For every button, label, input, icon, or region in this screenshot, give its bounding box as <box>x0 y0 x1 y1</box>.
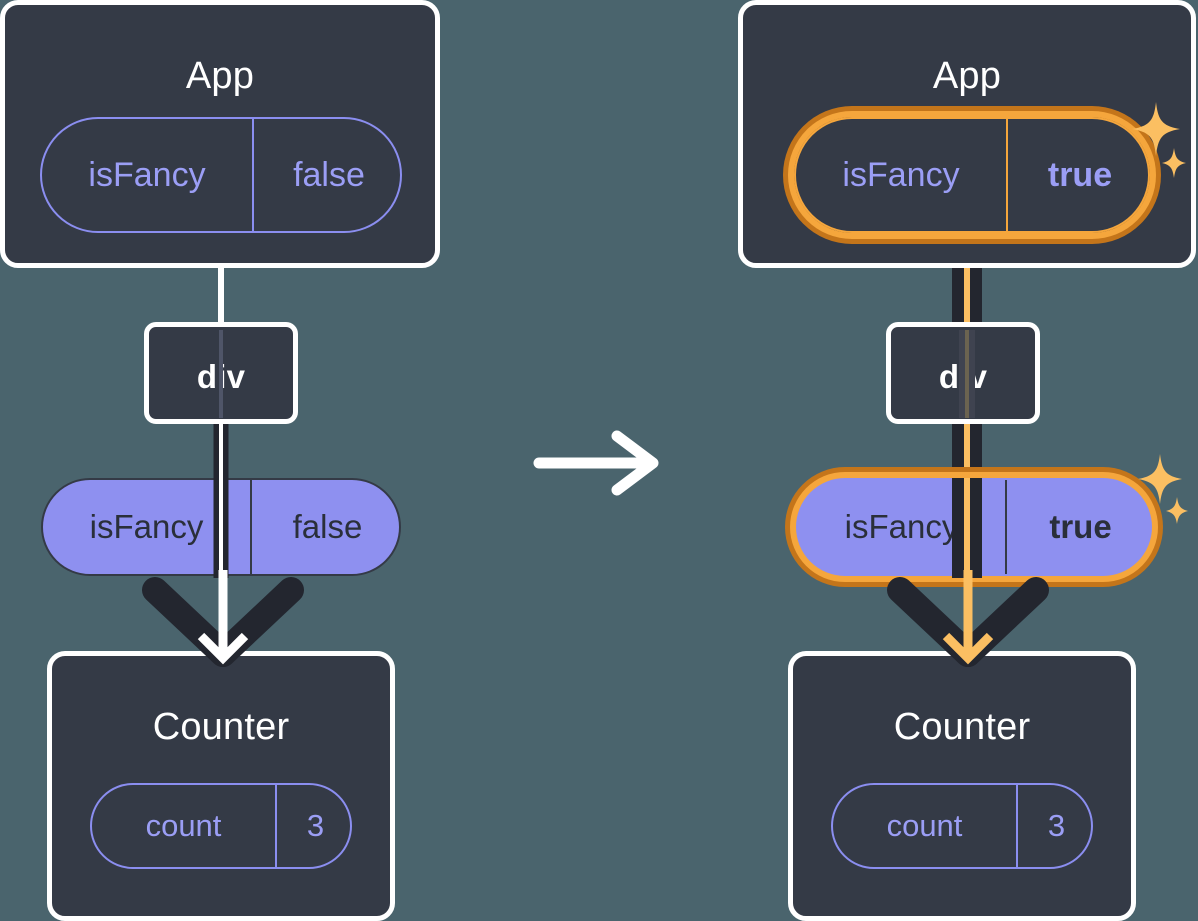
counter-state-value-after: 3 <box>1016 785 1095 867</box>
app-state-value: false <box>252 119 404 231</box>
props-to-counter-arrow-after <box>887 570 1049 667</box>
app-state-name-after: isFancy <box>842 155 960 194</box>
connector-div-to-props <box>208 418 234 482</box>
connector-app-to-div <box>218 262 224 328</box>
sparkle-icon <box>1132 102 1186 178</box>
app-state-pill[interactable]: isFancy false <box>40 117 402 233</box>
props-name: isFancy <box>89 508 204 545</box>
app-title-after: App <box>932 55 1002 97</box>
connector-inside-props-after <box>952 478 982 578</box>
props-to-counter-arrow <box>142 570 304 667</box>
app-state-pill-after[interactable]: isFancy true <box>794 117 1150 233</box>
props-name-after: isFancy <box>844 508 959 545</box>
props-value-after: true <box>1005 480 1154 574</box>
props-value: false <box>250 480 403 574</box>
counter-state-name-after: count <box>886 808 963 843</box>
arrow-right-icon <box>533 430 659 496</box>
counter-state-name: count <box>145 808 222 843</box>
connector-div-to-props-after <box>952 418 982 482</box>
app-state-name: isFancy <box>88 155 206 194</box>
app-state-value-after: true <box>1006 119 1152 231</box>
connector-inside-props <box>208 478 234 578</box>
connector-through-div <box>219 330 223 418</box>
counter-state-pill[interactable]: count 3 <box>90 783 352 869</box>
counter-state-value: 3 <box>275 785 354 867</box>
app-title: App <box>185 55 255 97</box>
connector-through-div-after <box>959 330 975 418</box>
counter-title-after: Counter <box>893 706 1031 748</box>
sparkle-icon <box>1138 454 1188 524</box>
before-panel: App isFancy false div isFancy false <box>0 0 450 921</box>
counter-state-pill-after[interactable]: count 3 <box>831 783 1093 869</box>
counter-title: Counter <box>152 706 290 748</box>
